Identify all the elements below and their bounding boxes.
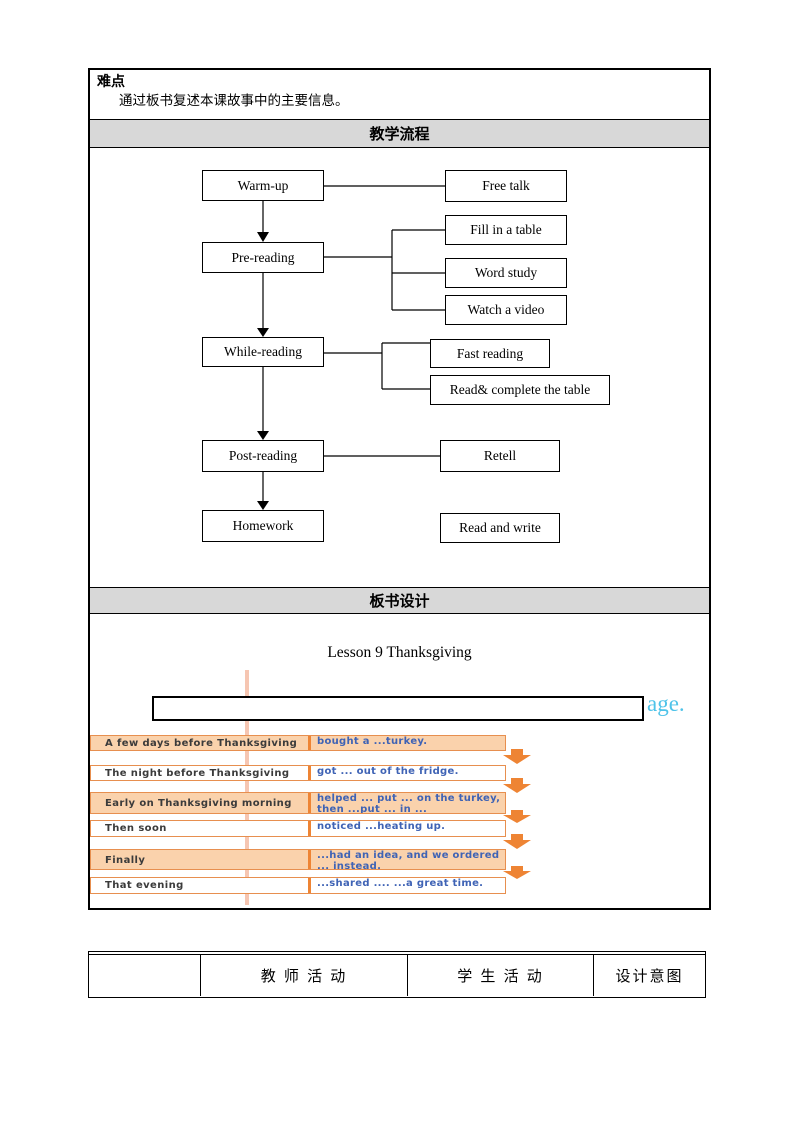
board-design-header: 板书设计 xyxy=(90,588,709,614)
flow-box-warm-up: Warm-up xyxy=(202,170,324,201)
table-row: Then soon noticed ...heating up. xyxy=(90,820,506,837)
flow-box-read-write: Read and write xyxy=(440,513,560,543)
time-cell: Finally xyxy=(105,855,146,866)
main-table: 难点 通过板书复述本课故事中的主要信息。 教学流程 xyxy=(88,68,711,910)
covered-text-tail: age. xyxy=(647,691,685,716)
difficulty-section: 难点 通过板书复述本课故事中的主要信息。 xyxy=(90,70,709,120)
empty-header-cell xyxy=(89,955,200,996)
event-cell: helped ... put ... on the turkey, then .… xyxy=(308,793,505,813)
event-cell: bought a ...turkey. xyxy=(308,736,505,750)
flow-box-post-reading: Post-reading xyxy=(202,440,324,472)
flow-box-read-complete: Read& complete the table xyxy=(430,375,610,405)
activities-table: 教 师 活 动 学 生 活 动 设计意图 xyxy=(88,951,706,998)
flow-box-pre-reading: Pre-reading xyxy=(202,242,324,273)
time-cell: Then soon xyxy=(105,823,167,834)
board-design-section: Lesson 9 Thanksgiving age. A few days be… xyxy=(90,614,709,912)
event-cell: ...shared .... ...a great time. xyxy=(308,878,505,893)
teacher-activity-header-cell: 教 师 活 动 xyxy=(200,955,407,996)
flow-box-while-reading: While-reading xyxy=(202,337,324,367)
table-row: The night before Thanksgiving got ... ou… xyxy=(90,765,506,781)
time-cell: A few days before Thanksgiving xyxy=(105,738,298,749)
flow-box-homework: Homework xyxy=(202,510,324,542)
table-top-strip xyxy=(89,952,705,955)
table-row: That evening ...shared .... ...a great t… xyxy=(90,877,506,894)
down-arrow-icon xyxy=(503,778,531,793)
table-row: Early on Thanksgiving morning helped ...… xyxy=(90,792,506,814)
event-cell: got ... out of the fridge. xyxy=(308,766,505,780)
activities-header-row: 教 师 活 动 学 生 活 动 设计意图 xyxy=(89,955,705,996)
white-cover-box xyxy=(152,696,644,721)
flow-box-free-talk: Free talk xyxy=(445,170,567,202)
event-cell: ...had an idea, and we ordered ... inste… xyxy=(308,850,505,869)
difficulty-body: 通过板书复述本课故事中的主要信息。 xyxy=(119,93,349,108)
down-arrow-icon xyxy=(503,810,531,823)
student-activity-header-cell: 学 生 活 动 xyxy=(407,955,593,996)
flow-box-retell: Retell xyxy=(440,440,560,472)
table-row: Finally ...had an idea, and we ordered .… xyxy=(90,849,506,870)
table-row: A few days before Thanksgiving bought a … xyxy=(90,735,506,751)
design-intent-header-cell: 设计意图 xyxy=(593,955,705,996)
flow-box-fast-reading: Fast reading xyxy=(430,339,550,368)
down-arrow-icon xyxy=(503,749,531,764)
time-cell: That evening xyxy=(105,880,184,891)
vertical-accent-line xyxy=(245,670,249,905)
flow-arrowheads xyxy=(257,232,269,510)
lesson-title: Lesson 9 Thanksgiving xyxy=(327,644,472,661)
event-cell: noticed ...heating up. xyxy=(308,821,505,836)
down-arrow-icon xyxy=(503,866,531,879)
teaching-process-flowchart: Warm-up Free talk Fill in a table Pre-re… xyxy=(90,148,709,588)
flow-box-fill-table: Fill in a table xyxy=(445,215,567,245)
difficulty-title: 难点 xyxy=(97,73,125,89)
time-cell: The night before Thanksgiving xyxy=(105,768,290,779)
teaching-process-header: 教学流程 xyxy=(90,120,709,148)
down-arrow-icon xyxy=(503,834,531,849)
flowchart-connectors xyxy=(257,185,445,510)
time-cell: Early on Thanksgiving morning xyxy=(105,798,292,809)
flow-box-watch-video: Watch a video xyxy=(445,295,567,325)
flow-box-word-study: Word study xyxy=(445,258,567,288)
